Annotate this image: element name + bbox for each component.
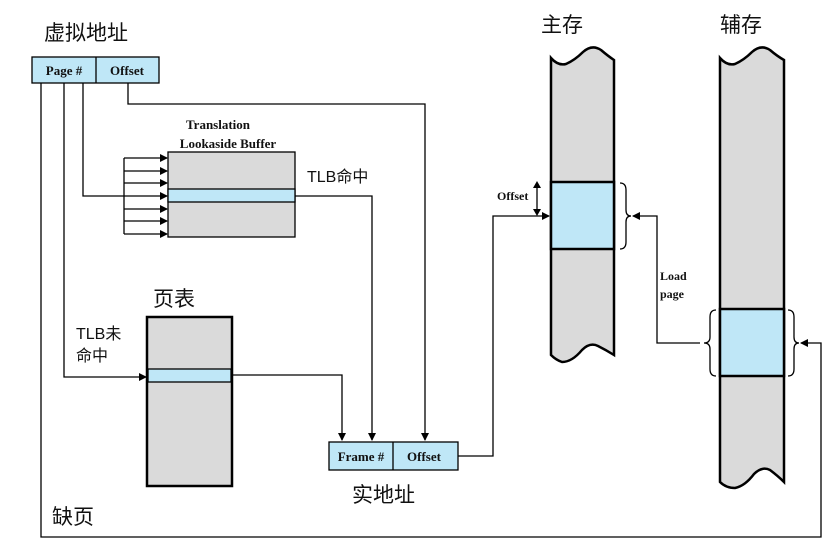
- page-number-field: Page #: [46, 63, 83, 78]
- offset-connector: [127, 83, 429, 441]
- real-offset-field: Offset: [407, 449, 442, 464]
- page-fault-label: 缺页: [52, 505, 94, 529]
- real-address-box: Frame # Offset: [328, 441, 459, 471]
- secondary-memory-page: [718, 307, 786, 378]
- secondary-memory-column: [718, 46, 786, 490]
- offset-marker-label: Offset: [497, 189, 528, 203]
- tlb-hit-connector: [295, 195, 376, 441]
- tlb-miss-connector: [63, 83, 147, 381]
- page-table-connector: [232, 374, 346, 441]
- tlb-miss-label-line1: TLB未: [76, 325, 121, 343]
- page-left-brace: [703, 309, 717, 377]
- frame-number-field: Frame #: [338, 449, 385, 464]
- tlb-parallel-compare-arrows: [123, 154, 168, 238]
- load-page-connector: [632, 212, 700, 344]
- tlb-hit-entry: [167, 188, 296, 203]
- page-table-label: 页表: [153, 287, 195, 311]
- page-fault-return-connector: [40, 339, 822, 538]
- secondary-memory-label: 辅存: [720, 13, 762, 37]
- main-memory-column: [549, 46, 616, 364]
- tlb-title-line1: Translation: [186, 117, 251, 132]
- memory-access-connector: [458, 212, 550, 457]
- real-address-label: 实地址: [352, 483, 415, 507]
- frame-brace: [619, 182, 632, 250]
- tlb-hit-label: TLB命中: [307, 168, 368, 186]
- offset-marker-arrow: [533, 181, 541, 216]
- page-table-entry: [147, 368, 232, 383]
- page-right-brace: [787, 309, 800, 377]
- virtual-address-label: 虚拟地址: [44, 21, 128, 45]
- main-memory-frame: [549, 180, 616, 251]
- tlb-title-line2: Lookaside Buffer: [180, 136, 277, 151]
- tlb-miss-label-line2: 命中: [76, 347, 108, 365]
- page-table-box: [145, 315, 234, 488]
- tlb-lookup-connector: [82, 83, 124, 197]
- main-memory-label: 主存: [541, 13, 583, 37]
- virtual-address-box: Page # Offset: [31, 56, 160, 84]
- tlb-box: [167, 151, 296, 238]
- load-page-label-line2: page: [660, 287, 685, 301]
- load-page-label-line1: Load: [660, 269, 687, 283]
- offset-field: Offset: [110, 63, 145, 78]
